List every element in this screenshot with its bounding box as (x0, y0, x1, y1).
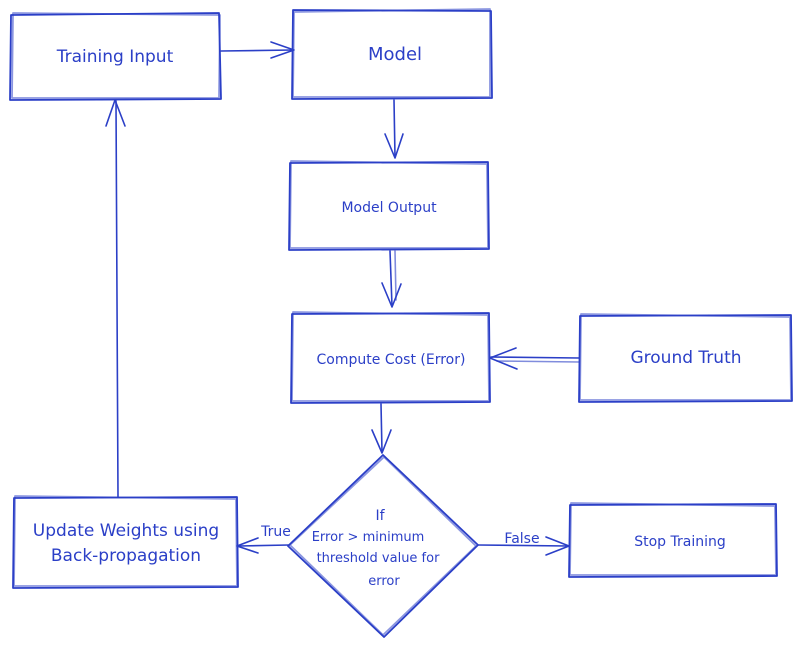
true-edge-label: True (260, 524, 291, 540)
arrow-input-to-model (220, 41, 295, 59)
arrow-output-to-cost (381, 250, 402, 308)
decision-node[interactable]: If Error > minimum threshold value for e… (287, 454, 479, 638)
model-output-node[interactable]: Model Output (288, 160, 490, 251)
stop-training-label: Stop Training (634, 534, 726, 550)
decision-line-4: error (368, 574, 400, 589)
arrow-cost-to-decision (371, 403, 392, 454)
ground-truth-label: Ground Truth (630, 348, 741, 368)
arrow-decision-true-to-update (236, 537, 290, 554)
training-input-label: Training Input (56, 47, 174, 67)
ground-truth-node[interactable]: Ground Truth (578, 313, 793, 403)
compute-cost-node[interactable]: Compute Cost (Error) (290, 311, 491, 404)
decision-line-2: Error > minimum (312, 530, 425, 545)
arrow-decision-false-to-stop (477, 536, 570, 556)
stop-training-node[interactable]: Stop Training (568, 502, 778, 578)
decision-line-3: threshold value for (317, 551, 441, 566)
update-weights-label-line2: Back-propagation (51, 546, 201, 566)
false-edge-label: False (504, 531, 539, 547)
compute-cost-label: Compute Cost (Error) (317, 352, 466, 368)
update-weights-label-line1: Update Weights using (33, 521, 219, 541)
update-weights-node[interactable]: Update Weights using Back-propagation (12, 495, 239, 589)
arrow-truth-to-cost (489, 347, 580, 370)
training-input-node[interactable]: Training Input (9, 12, 222, 101)
arrow-model-to-output (384, 99, 404, 159)
model-label: Model (368, 44, 422, 65)
model-node[interactable]: Model (291, 8, 493, 100)
decision-line-1: If (375, 508, 385, 524)
model-output-label: Model Output (341, 200, 437, 216)
arrow-update-to-input (105, 99, 126, 498)
